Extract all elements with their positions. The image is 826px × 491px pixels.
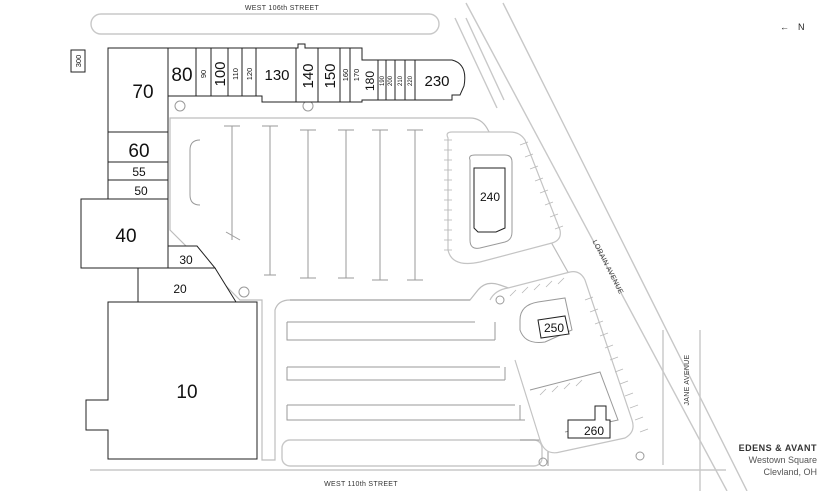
marker-circle-6 [635,451,645,461]
island-240-stalls [444,139,564,251]
unit-10 [85,301,258,460]
unit-60-label: 60 [128,141,149,162]
street-diagonal-label: LORAIN AVENUE [591,239,624,295]
brand-property: Westown Square [748,455,817,465]
north-arrow-glyph: ← [780,22,789,32]
unit-30-label: 30 [179,253,193,267]
north-road-strip [90,13,440,35]
north-arrow-icon: ← N [780,22,805,32]
unit-140-label: 140 [300,63,317,88]
marker-circle-3 [238,286,250,298]
unit-20 [137,267,237,303]
unit-240-label: 240 [480,190,500,204]
unit-300-label: 300 [74,55,83,68]
marker-circle-1 [174,100,186,112]
marker-circle-5 [538,457,548,467]
main-parking-lot [169,117,583,461]
lorain-curb-inner-2 [465,17,505,101]
parking-bays-north [189,125,423,281]
unit-55-label: 55 [132,165,146,179]
unit-170-label: 170 [352,69,361,82]
unit-180-label: 180 [363,71,377,91]
lorain-curb-inner [454,17,498,109]
street-south-label: WEST 110th STREET [324,481,398,488]
unit-160-label: 160 [341,69,350,82]
pad-stalls [509,277,649,433]
lorain-avenue-edge-east [502,2,748,491]
unit-300 [70,49,86,73]
street-east-label: JANE AVENUE [684,354,691,405]
unit-240 [473,167,506,233]
unit-150-label: 150 [322,63,339,88]
unit-260-label: 260 [584,424,604,438]
north-label: N [798,22,805,32]
lorain-avenue-edge-west [465,2,728,491]
unit-60 [107,131,169,163]
unit-120-label: 120 [245,68,254,81]
unit-80-label: 80 [171,65,192,86]
unit-70-label: 70 [132,82,153,103]
unit-250 [537,315,570,339]
marker-circle-4 [495,295,505,305]
unit-230-label: 230 [424,73,449,90]
unit-260 [567,405,611,439]
pad-250-curb [519,297,573,343]
unit-200-label: 200 [388,75,394,86]
brand-block: EDENS & AVANT Westown Square Clevland, O… [739,443,817,477]
unit-90-label: 90 [199,70,208,78]
unit-10-label: 10 [176,382,197,403]
unit-250-label: 250 [544,321,564,335]
brand-location: Clevland, OH [763,467,817,477]
unit-50-label: 50 [134,184,148,198]
unit-40 [80,198,169,269]
unit-100-label: 100 [212,61,229,86]
unit-220-label: 220 [408,75,414,86]
unit-110-label: 110 [231,68,240,80]
pad-240-curb [469,154,513,249]
street-north-label: WEST 106th STREET [245,5,320,12]
unit-130-label: 130 [264,67,289,84]
unit-40-label: 40 [115,226,136,247]
south-road-strip [281,439,543,467]
unit-20-label: 20 [173,282,187,296]
unit-190-label: 190 [380,75,386,86]
unit-210-label: 210 [398,75,404,86]
brand-company: EDENS & AVANT [738,443,817,453]
